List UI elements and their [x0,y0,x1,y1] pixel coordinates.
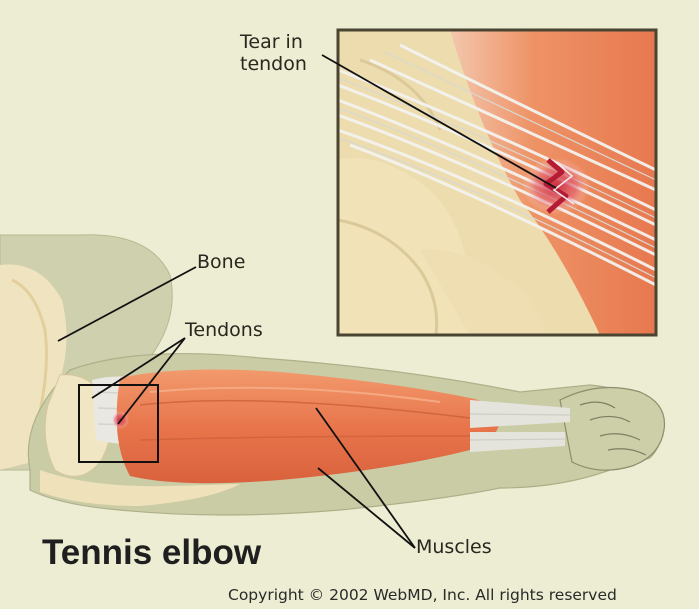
bone-label: Bone [197,252,245,274]
tendons-label: Tendons [185,320,263,342]
diagram-title: Tennis elbow [42,533,261,573]
muscles-label: Muscles [416,537,492,559]
tendon-tear-magnified [338,30,656,335]
copyright-notice: Copyright © 2002 WebMD, Inc. All rights … [228,586,617,604]
tear-in-tendon-label: Tear in tendon [240,32,330,76]
